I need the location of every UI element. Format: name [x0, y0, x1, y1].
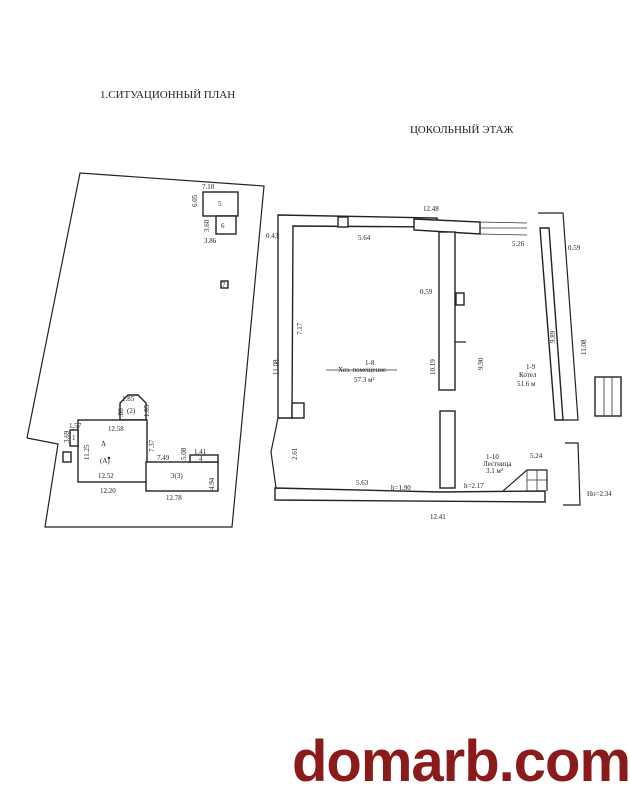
- floor-title: ЦОКОЛЬНЫЙ ЭТАЖ: [410, 124, 514, 136]
- floor-dimension-label: Но=2.34: [587, 490, 612, 498]
- floor-dimension-label: 2.61: [291, 447, 299, 460]
- floor-dimension-label: 11.08: [580, 339, 588, 355]
- floor-dimension-label: h=1.90: [391, 484, 411, 492]
- site-dimension-label: 3(3): [171, 472, 183, 480]
- right-outer-wall: [538, 212, 579, 421]
- building-6: [215, 215, 237, 235]
- floor-dimension-label: 1-9: [526, 363, 536, 371]
- floor-dimension-label: 0.59: [420, 288, 433, 296]
- shed-3: [145, 461, 219, 492]
- floor-dimension-label: 7.17: [296, 322, 304, 335]
- basement-floor-plan: [270, 212, 622, 506]
- site-dimension-label: 12.78: [166, 494, 182, 502]
- building-7: [220, 280, 229, 289]
- porch-steps: [62, 451, 72, 463]
- site-dimension-label: 5.08: [180, 447, 188, 460]
- site-dimension-label: 4.94: [208, 477, 216, 490]
- window-line: [479, 221, 528, 224]
- site-dimension-label: 7: [222, 281, 226, 289]
- floor-dimension-label: 51.6 м: [517, 380, 536, 388]
- floor-dimension-label: 12.41: [430, 513, 446, 521]
- floor-dimension-label: Лестница: [483, 460, 512, 468]
- site-dimension-label: 6: [221, 222, 225, 230]
- site-dimension-label: (А): [100, 457, 110, 465]
- fixture: [455, 292, 465, 306]
- site-dimension-label: .80: [117, 408, 125, 417]
- site-dimension-label: 7.49: [157, 454, 170, 462]
- site-plan-title: 1.СИТУАЦИОННЫЙ ПЛАН: [100, 89, 235, 101]
- floor-dimension-label: 11.08: [272, 359, 280, 375]
- floor-dimension-label: 5.63: [356, 479, 369, 487]
- interior-stairs: [502, 469, 548, 492]
- floor-dimension-label: 57.3 м²: [354, 376, 375, 384]
- site-dimension-label: 1.85: [122, 395, 135, 403]
- window-line: [479, 233, 528, 236]
- site-dimension-label: 7.37: [148, 439, 156, 452]
- middle-wall-upper: [438, 231, 456, 391]
- site-dimension-label: 5: [218, 200, 222, 208]
- floor-dimension-label: 1-8: [365, 359, 375, 367]
- center-dot: [107, 456, 111, 460]
- floor-dimension-label: 0.59: [568, 244, 581, 252]
- site-dimension-label: 12.58: [108, 425, 124, 433]
- pier: [291, 402, 305, 419]
- right-inner-wall: [539, 227, 564, 421]
- floor-dimension-label: 5.26: [512, 240, 525, 248]
- site-dimension-label: (2): [127, 407, 136, 415]
- site-dimension-label: 11.25: [83, 444, 91, 460]
- site-dimension-label: 3.60: [203, 219, 211, 232]
- floor-dimension-label: Хоз. помещение: [338, 366, 386, 374]
- floor-dimension-label: 9.89: [549, 330, 557, 343]
- floor-dimension-label: 1-10: [486, 453, 499, 461]
- site-dimension-label: 4: [199, 455, 203, 463]
- floor-dimension-label: 10.19: [429, 359, 437, 375]
- right-lower-wall: [563, 442, 581, 506]
- watermark-logo: domarb.com: [292, 729, 630, 794]
- top-pier: [337, 216, 349, 228]
- site-plan: [26, 172, 265, 528]
- house-A: [77, 419, 148, 483]
- site-dimension-label: 12.20: [100, 487, 116, 495]
- site-dimension-label: 1: [72, 434, 76, 442]
- site-dimension-label: 3.69: [63, 430, 71, 443]
- left-outer-wall: [277, 214, 438, 419]
- site-dimension-label: 1.85: [143, 404, 151, 417]
- room-1: [69, 429, 79, 447]
- floor-dimension-label: 3.1 м²: [486, 467, 503, 475]
- site-dimension-label: А: [101, 440, 106, 448]
- bottom-wall: [274, 487, 546, 503]
- floor-dimension-label: h=2.17: [464, 482, 484, 490]
- floor-dimension-label: Котел: [519, 371, 537, 379]
- floor-dimension-label: 9.90: [477, 357, 485, 370]
- floor-dimension-label: 5.24: [530, 452, 543, 460]
- room-4: [189, 454, 219, 463]
- floor-dimension-label: 0.43: [266, 232, 279, 240]
- site-dimension-label: 1.57: [69, 422, 82, 430]
- middle-wall-lower: [439, 410, 456, 489]
- site-dimension-label: 7.10: [202, 183, 215, 191]
- angled-wall: [270, 417, 279, 489]
- exterior-stairs: [594, 376, 622, 417]
- floor-dimension-label: 5.64: [358, 234, 371, 242]
- lot-boundary: [26, 172, 265, 528]
- site-dimension-label: 6.05: [191, 194, 199, 207]
- site-dimension-label: 12.52: [98, 472, 114, 480]
- floor-dimension-label: 12.48: [423, 205, 439, 213]
- site-dimension-label: 1.41: [194, 448, 207, 456]
- site-dimension-label: 3.86: [204, 237, 217, 245]
